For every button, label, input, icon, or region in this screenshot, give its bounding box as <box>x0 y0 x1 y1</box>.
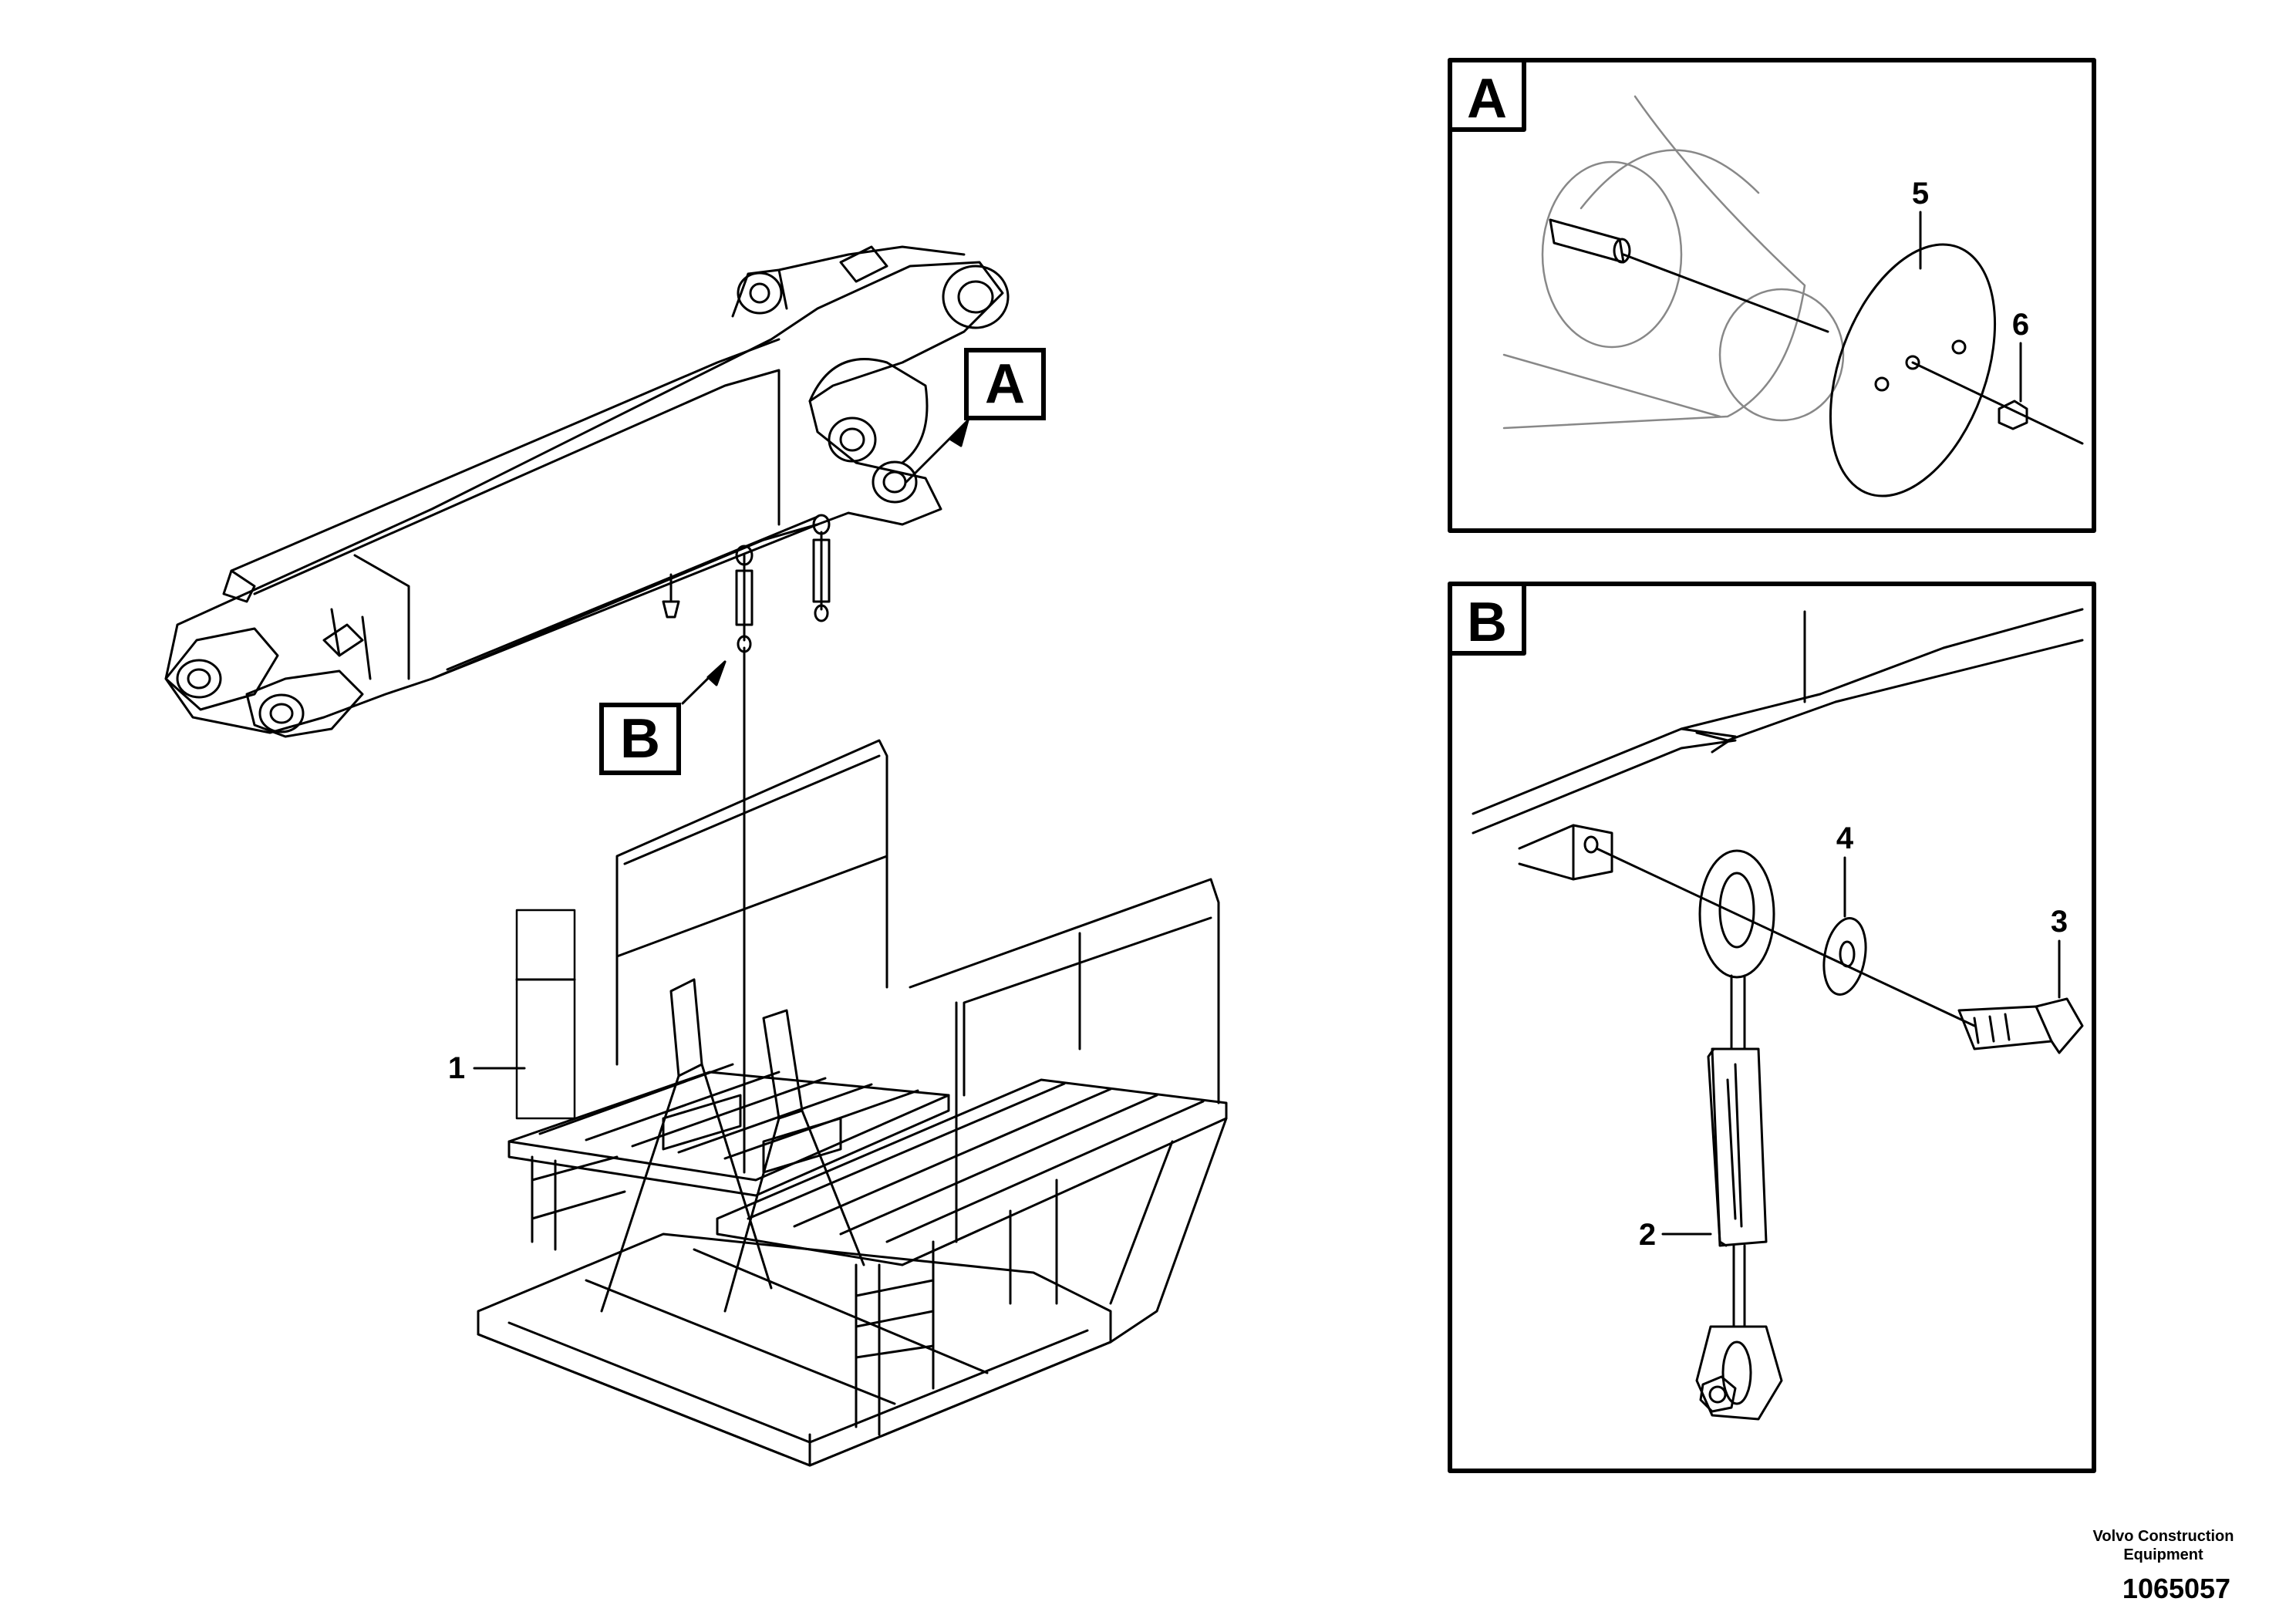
callout-box-b: B <box>599 703 681 775</box>
detail-b-title: B <box>1467 592 1507 653</box>
callout-b-label: B <box>620 708 660 770</box>
part-number-1: 1 <box>448 1051 465 1085</box>
detail-a-title: A <box>1467 68 1507 130</box>
part-number-4: 4 <box>1836 821 1854 855</box>
part-number-6: 6 <box>2012 308 2029 342</box>
detail-b-panel <box>1448 582 2096 1473</box>
part-number-2: 2 <box>1639 1218 1656 1252</box>
footer-company-line1: Volvo Construction <box>2093 1528 2234 1545</box>
platform-drawing <box>477 739 1228 1467</box>
boom-arm-drawing <box>164 245 1010 738</box>
part-number-3: 3 <box>2051 905 2068 939</box>
callout-a-label: A <box>985 353 1025 415</box>
callout-box-a: A <box>964 348 1046 420</box>
drawing-number: 1065057 <box>2122 1573 2230 1604</box>
part-number-5: 5 <box>1912 177 1929 211</box>
footer-company-line2: Equipment <box>2123 1546 2203 1563</box>
detail-a-panel <box>1448 58 2096 533</box>
